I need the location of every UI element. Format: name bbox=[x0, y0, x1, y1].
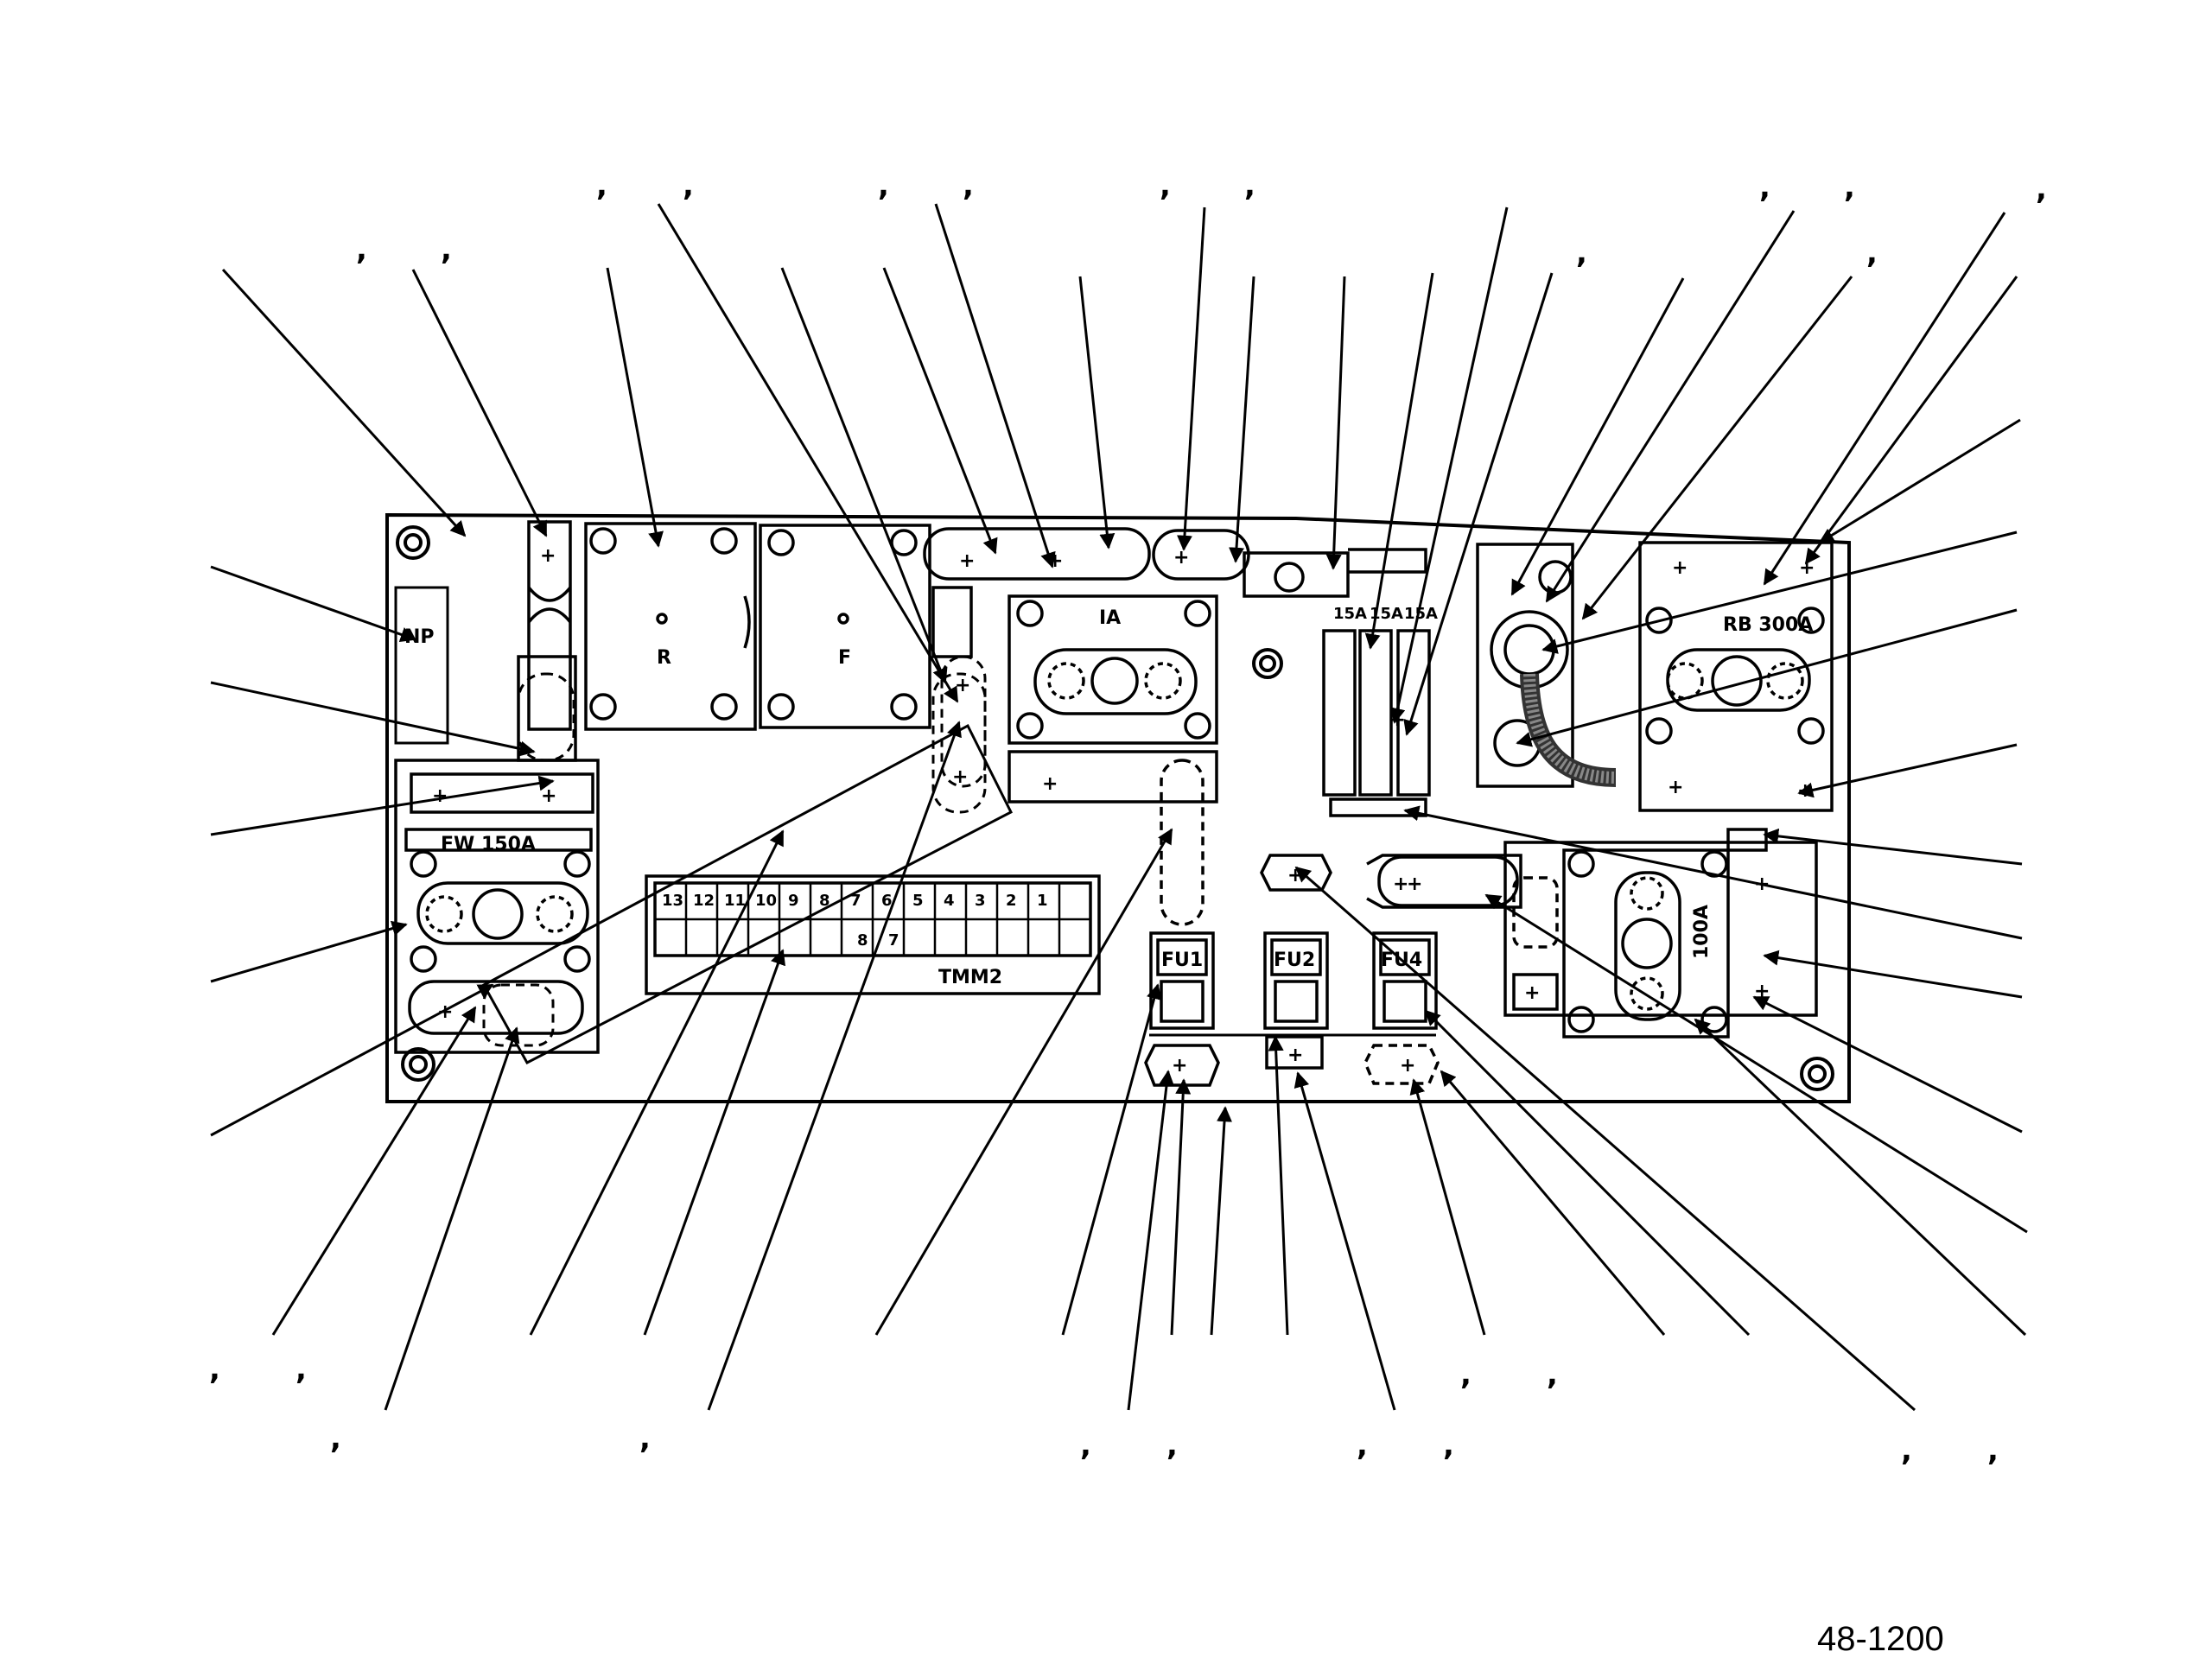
fuse-15a-label: 15A bbox=[1333, 605, 1367, 623]
terminal-number: 3 bbox=[975, 892, 986, 910]
callout-mark: , bbox=[1160, 168, 1171, 203]
callout-mark: , bbox=[1987, 1433, 1999, 1468]
terminal-number: 7 bbox=[850, 892, 861, 910]
figure-number: 48-1200 bbox=[1817, 1620, 1944, 1658]
contactor-f: F bbox=[743, 524, 931, 729]
mounting-hole-icon bbox=[401, 1047, 435, 1082]
fu1-label: FU1 bbox=[1161, 950, 1203, 971]
contactor-r: R + bbox=[527, 520, 757, 731]
callout-mark: , bbox=[683, 168, 694, 203]
callout-mark: , bbox=[639, 1421, 651, 1456]
component-rb-300a: RB 300A + + + + bbox=[1638, 541, 1834, 812]
terminal-plus-label: + bbox=[1668, 777, 1683, 798]
callout-mark: , bbox=[596, 168, 607, 203]
cable-connector bbox=[1476, 543, 1617, 788]
terminal-plus-label: + bbox=[1287, 865, 1303, 886]
terminal-plus-label: + bbox=[541, 785, 556, 807]
fuse-fu4: FU4 + + bbox=[1363, 855, 1519, 1085]
terminal-plus-label: + bbox=[1672, 557, 1688, 579]
callout-mark: , bbox=[878, 168, 889, 203]
reverse-contactor-label: R bbox=[657, 647, 671, 669]
terminal-number: 4 bbox=[944, 892, 955, 910]
terminal-plus-label: + bbox=[1287, 1045, 1303, 1066]
bus-bars-top: + + + bbox=[923, 527, 1427, 658]
terminal-number: 9 bbox=[788, 892, 799, 910]
fuse-fu1: FU1 + bbox=[1144, 759, 1220, 1087]
callout-mark: , bbox=[1460, 1357, 1471, 1392]
callout-mark: , bbox=[356, 232, 367, 267]
callout-mark: , bbox=[330, 1421, 341, 1456]
callout-mark: , bbox=[1866, 236, 1878, 270]
callout-mark: , bbox=[1443, 1428, 1454, 1463]
mounting-hole-icon bbox=[396, 525, 430, 560]
terminal-plus-label: + bbox=[1393, 873, 1408, 895]
callout-mark: , bbox=[1844, 170, 1855, 205]
component-fw-150a: FW 150A + + + bbox=[394, 655, 600, 1054]
mounting-holes bbox=[396, 525, 1834, 1091]
terminal-number: 8 bbox=[857, 931, 868, 950]
rb-300a-label: RB 300A bbox=[1723, 614, 1813, 636]
terminal-strip-tmm2: 13 12 11 10 9 8 7 6 5 4 3 2 1 8 7 TMM2 bbox=[645, 874, 1101, 995]
callout-mark: , bbox=[1759, 170, 1770, 205]
dashed-strap-upper: + + bbox=[517, 655, 987, 788]
terminal-plus-label: + bbox=[1173, 547, 1189, 569]
terminal-plus-label: + bbox=[959, 550, 975, 572]
terminal-plus-label: + bbox=[1524, 982, 1540, 1004]
terminal-number: 6 bbox=[881, 892, 893, 910]
nameplate-np: NP bbox=[394, 586, 449, 745]
mounting-hole-icon bbox=[1800, 1057, 1834, 1091]
terminal-plus-label: + bbox=[432, 785, 448, 807]
terminal-number: 13 bbox=[662, 892, 683, 910]
callout-mark: , bbox=[1576, 236, 1587, 270]
tmm2-label: TMM2 bbox=[938, 967, 1002, 988]
strap-center-right: + bbox=[1366, 854, 1522, 909]
dashed-strap-diagonal bbox=[481, 672, 1014, 1065]
ia-label: IA bbox=[1099, 607, 1121, 629]
callout-mark: , bbox=[1244, 168, 1255, 203]
callout-marks: , , , , , , , , , , , , , , , , , , , , … bbox=[209, 168, 2047, 1468]
panel-board bbox=[385, 512, 1851, 1103]
callout-mark: , bbox=[963, 168, 974, 203]
callout-mark: , bbox=[441, 232, 452, 267]
forward-contactor-label: F bbox=[838, 647, 851, 669]
callout-mark: , bbox=[1357, 1428, 1368, 1463]
terminal-number: 1 bbox=[1037, 892, 1048, 910]
100a-label: 100A bbox=[1691, 905, 1713, 959]
terminal-plus-label: + bbox=[1172, 1055, 1187, 1077]
terminal-plus-label: + bbox=[1042, 773, 1058, 795]
fu2-label: FU2 bbox=[1274, 950, 1315, 971]
terminal-plus-label: + bbox=[955, 675, 970, 696]
terminal-number: 12 bbox=[693, 892, 715, 910]
terminal-number: 2 bbox=[1006, 892, 1017, 910]
component-ia: IA + bbox=[1007, 594, 1218, 804]
callout-mark: , bbox=[1166, 1428, 1178, 1463]
callout-mark: , bbox=[2036, 172, 2047, 206]
mounting-hole-icon bbox=[1252, 648, 1283, 679]
terminal-number: 5 bbox=[912, 892, 924, 910]
terminal-plus-label: + bbox=[1407, 873, 1422, 895]
callout-mark: , bbox=[209, 1352, 220, 1387]
terminal-number: 8 bbox=[819, 892, 830, 910]
terminal-number: 10 bbox=[755, 892, 777, 910]
fuse-block-15a: 15A 15A 15A + bbox=[1322, 605, 1438, 817]
terminal-number: 7 bbox=[888, 931, 899, 950]
fuse-15a-label: 15A bbox=[1404, 605, 1438, 623]
callout-mark: , bbox=[296, 1352, 307, 1387]
callout-mark: , bbox=[1901, 1433, 1912, 1468]
terminal-plus-label: + bbox=[1400, 1055, 1415, 1077]
callout-leader-lines bbox=[210, 203, 2028, 1412]
terminal-number: 11 bbox=[724, 892, 746, 910]
callout-mark: , bbox=[1547, 1357, 1558, 1392]
callout-mark: , bbox=[1080, 1428, 1091, 1463]
terminal-plus-label: + bbox=[952, 766, 968, 788]
fw-150a-label: FW 150A bbox=[441, 834, 536, 855]
terminal-plus-label: + bbox=[540, 545, 556, 567]
